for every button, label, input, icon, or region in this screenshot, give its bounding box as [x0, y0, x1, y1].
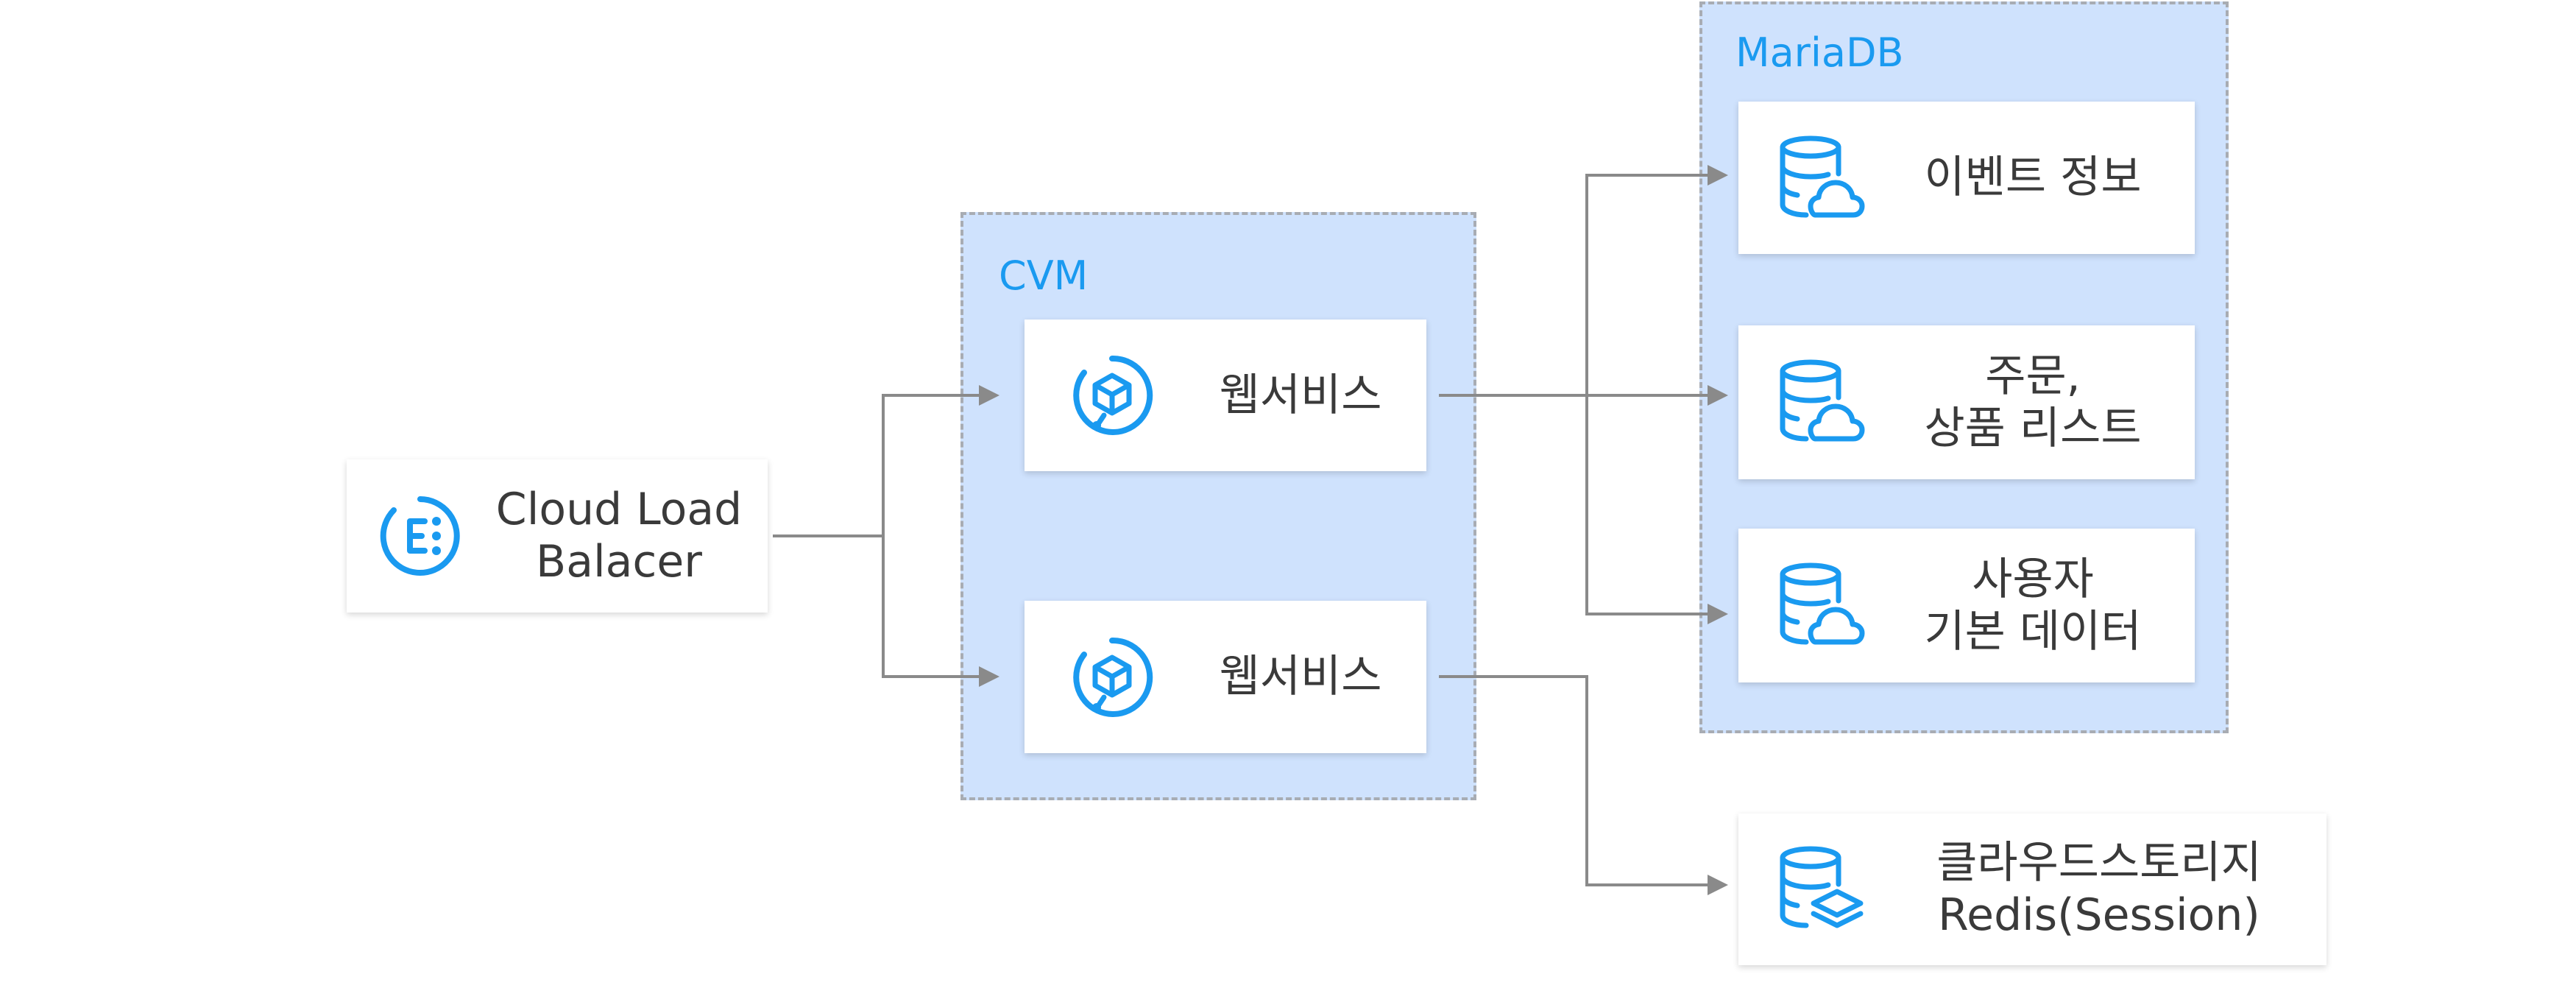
redis-storage-label-line1: 클라우드스토리지	[1936, 837, 2262, 889]
load-balancer-icon	[378, 493, 463, 579]
database-cloud-icon	[1777, 562, 1865, 649]
connector-lb-to-web1	[773, 394, 979, 537]
arrowhead-user-data	[1708, 604, 1728, 624]
user-data-node: 사용자 기본 데이터	[1738, 529, 2195, 682]
cube-service-icon	[1069, 352, 1156, 439]
connector-web2-to-redis	[1439, 675, 1708, 886]
cvm-group-label: CVM	[999, 253, 1089, 299]
user-data-label: 사용자 기본 데이터	[1886, 543, 2180, 668]
database-cloud-icon	[1777, 135, 1865, 222]
web-service-node-2: 웹서비스	[1025, 601, 1426, 753]
cube-service-icon	[1069, 634, 1156, 721]
redis-storage-label-line2: Redis(Session)	[1938, 889, 2260, 941]
mariadb-group-label: MariaDB	[1735, 29, 1904, 76]
web-service-2-label: 웹서비스	[1219, 651, 1382, 703]
web-service-1-label: 웹서비스	[1219, 369, 1382, 421]
load-balancer-label-line1: Cloud Load	[495, 484, 743, 536]
order-list-label: 주문, 상품 리스트	[1886, 340, 2180, 465]
database-layers-icon	[1777, 846, 1865, 933]
redis-storage-label: 클라우드스토리지 Redis(Session)	[1886, 827, 2313, 952]
load-balancer-node: Cloud Load Balacer	[347, 459, 768, 613]
user-data-label-line1: 사용자	[1972, 553, 2094, 605]
arrowhead-web1	[979, 385, 999, 406]
order-list-node: 주문, 상품 리스트	[1738, 325, 2195, 479]
arrowhead-web2	[979, 666, 999, 687]
load-balancer-label-line2: Balacer	[536, 536, 702, 587]
connector-web1-to-user-data	[1585, 395, 1708, 615]
arrowhead-event-info	[1708, 165, 1728, 186]
web-service-node-1: 웹서비스	[1025, 320, 1426, 471]
arrowhead-redis	[1708, 875, 1728, 895]
arrowhead-order-list	[1708, 385, 1728, 406]
order-list-label-line1: 주문,	[1985, 350, 2081, 402]
connector-web1-to-event-info	[1585, 174, 1708, 395]
redis-storage-node: 클라우드스토리지 Redis(Session)	[1738, 814, 2326, 965]
order-list-label-line2: 상품 리스트	[1924, 402, 2142, 454]
event-info-label: 이벤트 정보	[1924, 152, 2142, 204]
event-info-node: 이벤트 정보	[1738, 102, 2195, 254]
load-balancer-label: Cloud Load Balacer	[486, 474, 751, 598]
user-data-label-line2: 기본 데이터	[1924, 605, 2142, 657]
connector-lb-to-web2	[882, 536, 979, 678]
database-cloud-icon	[1777, 359, 1865, 446]
